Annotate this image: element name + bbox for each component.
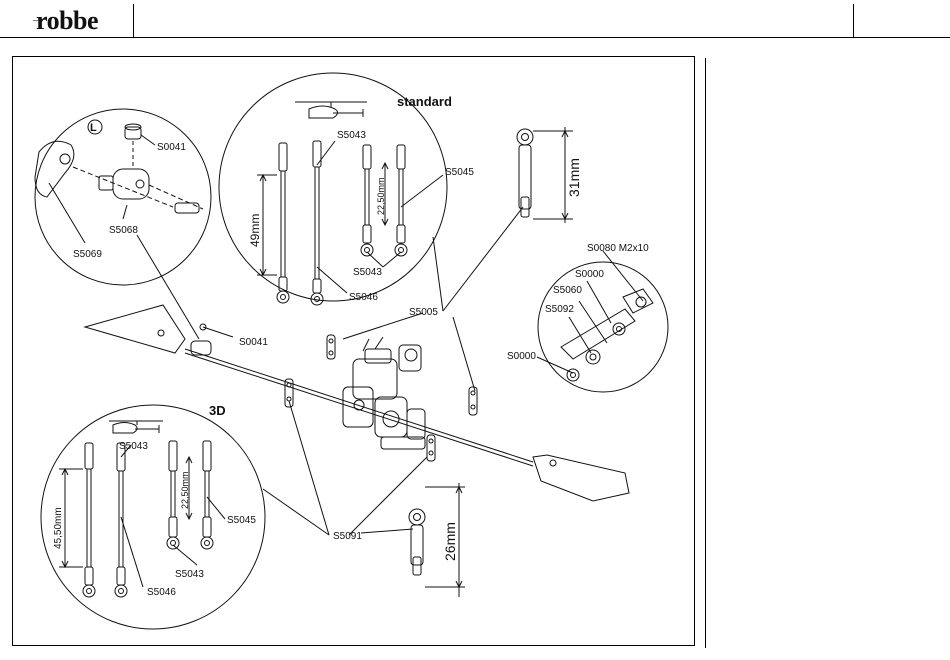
header-divider xyxy=(853,4,854,37)
dimension-22-50mm: 22,50mm xyxy=(180,471,190,509)
assembly-diagram-frame: standard 3D L S0041 S5068 S5069 S0041 S5… xyxy=(12,56,695,646)
ball-link xyxy=(327,335,335,359)
tail-grip xyxy=(35,141,74,197)
tail-detail-circle xyxy=(35,109,211,285)
part-label-s5068: S5068 xyxy=(109,225,138,236)
linkage-rod-short xyxy=(395,145,407,256)
dimension-22-50mm: 22,50mm xyxy=(376,177,386,215)
part-label-s5045: S5045 xyxy=(227,515,256,526)
part-label-s5043: S5043 xyxy=(337,130,366,141)
header-rule xyxy=(0,37,950,38)
linkage-rod xyxy=(83,443,95,597)
ball-link-26mm xyxy=(409,509,425,575)
rotor-head xyxy=(343,337,425,449)
ball-link xyxy=(469,387,477,415)
ball-link xyxy=(427,435,435,461)
3d-label: 3D xyxy=(209,403,226,418)
part-label-s5043: S5043 xyxy=(175,569,204,580)
part-label-s5046: S5046 xyxy=(349,292,378,303)
dimension-26mm: 26mm xyxy=(442,522,458,561)
column-divider xyxy=(705,58,706,648)
helicopter-icon xyxy=(295,102,367,118)
dimension-45-50mm: 45,50mm xyxy=(53,507,64,549)
linkage-rod-short xyxy=(201,441,213,549)
set-screw xyxy=(125,124,141,139)
part-label-s5092: S5092 xyxy=(545,304,574,315)
robbe-logo: robbe xyxy=(36,6,98,36)
part-label-s0041: S0041 xyxy=(239,337,268,348)
part-label-s5046: S5046 xyxy=(147,587,176,598)
linkage-rod-short xyxy=(361,145,373,256)
linkage-rod xyxy=(115,443,127,597)
linkage-rod xyxy=(277,143,289,303)
part-label-s5069: S5069 xyxy=(73,249,102,260)
flybar-paddle-left xyxy=(85,305,185,353)
standard-label: standard xyxy=(397,94,452,109)
part-label-s0041: S0041 xyxy=(157,142,186,153)
part-label-s5005: S5005 xyxy=(409,307,438,318)
assembly-diagram: standard 3D L S0041 S5068 S5069 S0041 S5… xyxy=(13,57,696,647)
part-label-s0000: S0000 xyxy=(575,269,604,280)
flybar-weight xyxy=(191,341,211,355)
header-divider xyxy=(133,4,134,37)
part-label-s5091: S5091 xyxy=(333,531,362,542)
part-label-s5060: S5060 xyxy=(553,285,582,296)
tail-pin xyxy=(175,203,199,213)
ball-link-31mm xyxy=(517,129,533,217)
flybar-paddle-right xyxy=(533,455,629,501)
loctite-symbol: L xyxy=(90,122,97,134)
helicopter-icon xyxy=(109,421,163,433)
dimension-31mm: 31mm xyxy=(566,158,582,197)
mixer-detail-circle xyxy=(538,262,668,392)
part-label-s5043: S5043 xyxy=(119,441,148,452)
part-label-s0000: S0000 xyxy=(507,351,536,362)
part-label-s5045: S5045 xyxy=(445,167,474,178)
page-header: ➝ robbe xyxy=(0,0,950,40)
linkage-rod xyxy=(311,141,323,305)
mixer-arm xyxy=(561,289,653,381)
part-label-s0080: S0080 M2x10 xyxy=(587,243,649,254)
part-label-s5043: S5043 xyxy=(353,267,382,278)
linkage-rod-short xyxy=(167,441,179,549)
dimension-49mm: 49mm xyxy=(248,214,262,247)
